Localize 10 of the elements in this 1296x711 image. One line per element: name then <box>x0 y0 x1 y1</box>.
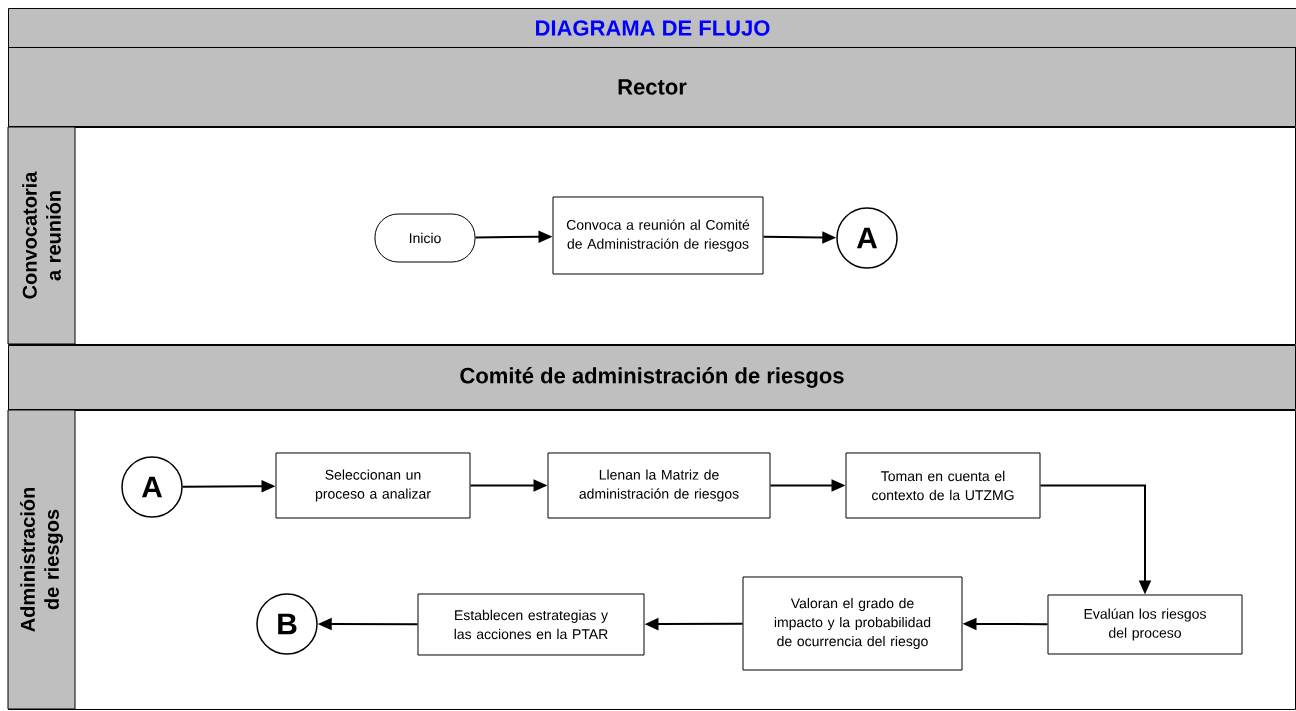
start-terminal: Inicio <box>374 213 476 263</box>
process-box: Evalúan los riesgos del proceso <box>1047 594 1243 655</box>
title-band: DIAGRAMA DE FLUJO <box>8 8 1296 48</box>
process-box: Convoca a reunión al Comité de Administración de riesgos <box>552 196 764 275</box>
process-box: Toman en cuenta el contexto de la UTZMG <box>845 452 1041 519</box>
process-box: Seleccionan un proceso a analizar <box>275 452 471 519</box>
process-box: Llenan la Matriz de administración de riesgos <box>547 452 771 519</box>
node-label: Rector <box>618 79 687 95</box>
process-box: Valoran el grado de impacto y la probabilidad de ocurrencia del riesgo <box>742 576 963 671</box>
process-box: Establecen estrategias y las acciones en la PTAR <box>417 593 645 656</box>
